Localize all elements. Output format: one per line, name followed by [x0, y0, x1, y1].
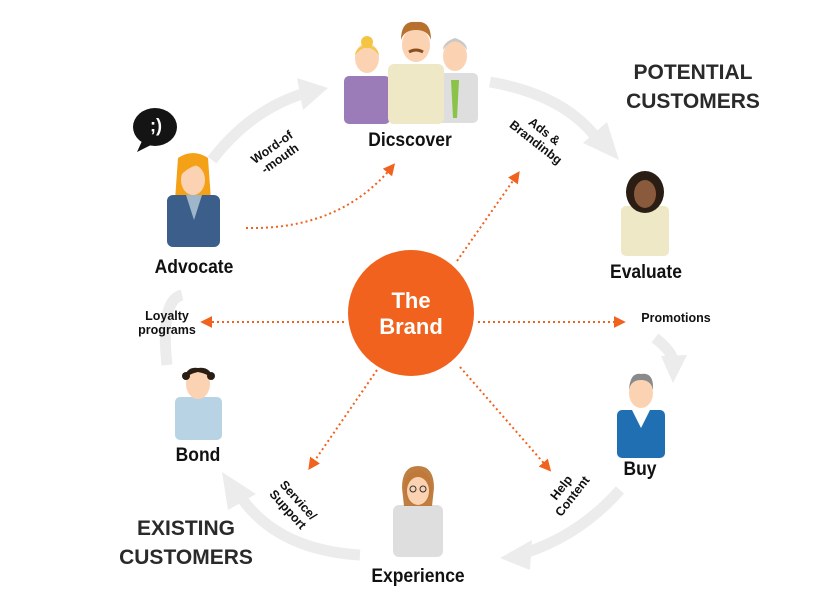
stage-experience-label: Experience	[371, 566, 465, 587]
buy-person-icon	[617, 373, 665, 458]
brand-label: The Brand	[379, 288, 443, 340]
connector-ads	[456, 171, 520, 262]
cycle-arrow-experience-to-bond	[238, 496, 361, 561]
experience-person-icon	[393, 466, 443, 557]
stage-buy-label: Buy	[623, 459, 657, 480]
group-potential-line1: POTENTIAL	[633, 61, 753, 84]
cycle-arrow-head	[500, 540, 532, 570]
brand-connectors	[200, 163, 626, 472]
group-potential-line2: CUSTOMERS	[626, 90, 760, 113]
cycle-arrow-head	[583, 122, 619, 160]
cycle-arrow-advocate-to-discover	[207, 87, 307, 164]
group-existing-line2: CUSTOMERS	[119, 546, 253, 569]
cycle-arrow-head	[297, 78, 328, 110]
connector-word-of-mouth	[245, 163, 396, 230]
advocate-person-icon	[167, 153, 220, 247]
stage-bond-label: Bond	[175, 445, 221, 466]
connector-service	[308, 369, 378, 470]
brand-label-line2: Brand	[379, 314, 443, 339]
speech-bubble-icon	[133, 108, 177, 152]
group-existing-customers: EXISTING CUSTOMERS	[119, 514, 253, 572]
speech-bubble-text: ;)	[150, 115, 162, 136]
cycle-arrow-head	[661, 355, 687, 383]
connector-help	[459, 366, 552, 472]
cycle-arrow-discover-to-evaluate	[489, 76, 603, 144]
touchpoint-loyalty-line1: Loyalty	[145, 309, 189, 323]
bond-person-icon	[175, 367, 222, 440]
brand-circle	[348, 250, 474, 376]
cycle-arrow-head	[222, 472, 256, 510]
brand-label-line1: The	[391, 288, 431, 313]
touchpoint-loyalty-programs: Loyalty programs	[138, 309, 196, 337]
group-existing-line1: EXISTING	[136, 517, 236, 540]
cycle-arrows	[159, 76, 687, 570]
cycle-arrow-buy-to-experience	[523, 486, 625, 559]
touchpoint-promotions: Promotions	[641, 311, 711, 325]
touchpoint-loyalty-line2: programs	[138, 323, 196, 337]
discover-people-icon	[344, 21, 478, 124]
cycle-arrow-bond-to-advocate	[159, 289, 184, 366]
stage-evaluate-label: Evaluate	[610, 262, 682, 283]
group-potential-customers: POTENTIAL CUSTOMERS	[626, 58, 760, 116]
stage-discover-label: Dicscover	[368, 130, 452, 151]
evaluate-person-icon	[621, 171, 669, 256]
stage-advocate-label: Advocate	[154, 257, 234, 278]
